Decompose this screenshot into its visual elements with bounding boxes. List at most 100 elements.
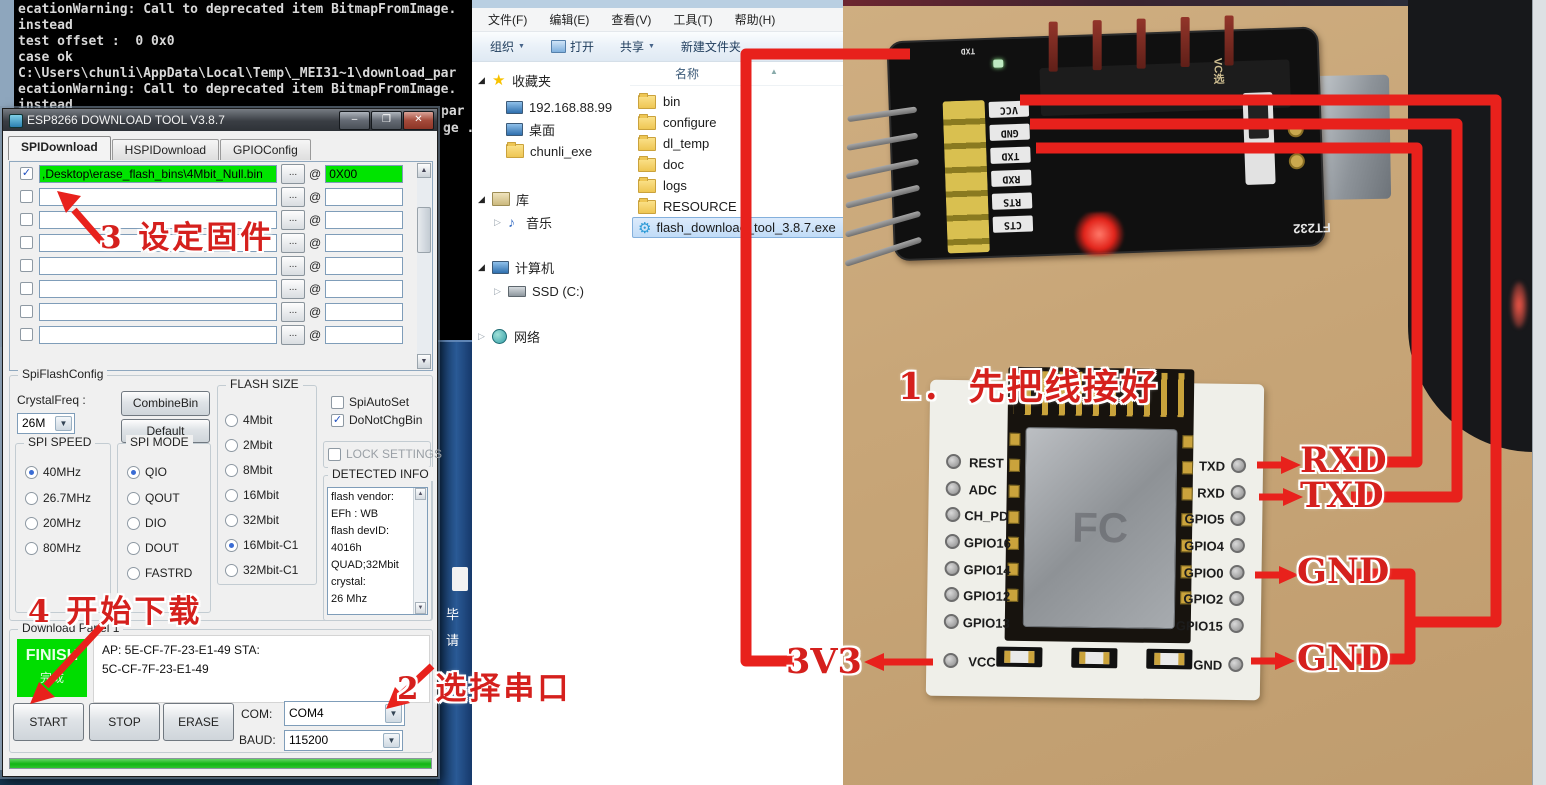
tree-ssd-c[interactable]: ▷ SSD (C:) [494,281,584,301]
spi-mode-option[interactable]: FASTRD [127,566,192,580]
flash-size-option[interactable]: 32Mbit [225,513,279,527]
scroll-up-icon[interactable]: ▲ [417,163,431,178]
checkbox-icon[interactable] [331,395,344,409]
menu-tools[interactable]: 工具(T) [673,13,713,27]
offset-field[interactable] [325,187,404,206]
dropdown-arrow-icon[interactable]: ▼ [55,416,72,431]
tab-spidownload[interactable]: SPIDownload [8,136,111,160]
file-row-configure[interactable]: configure [632,112,716,133]
lock-settings-checkbox[interactable]: LOCK SETTINGS [328,447,442,461]
menu-file[interactable]: 文件(F) [488,13,528,27]
file-path-field[interactable] [39,325,277,344]
spi-auto-set-checkbox[interactable]: SpiAutoSet [331,395,409,409]
combine-bin-button[interactable]: CombineBin [121,391,210,416]
menu-help[interactable]: 帮助(H) [734,13,776,27]
flash-size-option[interactable]: 4Mbit [225,413,272,427]
file-checkbox[interactable] [20,328,33,341]
dropdown-arrow-icon[interactable]: ▼ [383,733,400,748]
scroll-down-icon[interactable]: ▼ [417,354,431,369]
browse-button[interactable]: ... [281,255,305,276]
expander-collapsed-icon[interactable]: ▷ [478,330,485,341]
radio-icon[interactable] [225,488,238,502]
expander-collapsed-icon[interactable]: ▷ [494,285,501,296]
radio-icon[interactable] [225,463,238,477]
expander-expanded-icon[interactable]: ◢ [478,74,485,85]
offset-field[interactable] [325,210,404,229]
tree-favorites[interactable]: ◢ ★ 收藏夹 [478,70,551,90]
radio-icon[interactable] [225,438,238,452]
offset-field[interactable] [325,325,404,344]
tree-network[interactable]: ▷ 网络 [478,326,540,346]
dropdown-arrow-icon[interactable]: ▼ [385,704,402,723]
radio-icon[interactable] [127,516,140,530]
tree-music[interactable]: ▷ ♪ 音乐 [494,212,552,232]
scrollbar-thumb[interactable] [417,207,431,253]
spi-speed-option[interactable]: 26.7MHz [25,491,91,505]
spi-speed-option[interactable]: 20MHz [25,516,81,530]
browse-button[interactable]: ... [281,301,305,322]
spi-mode-option[interactable]: QIO [127,465,167,479]
spi-mode-option[interactable]: DOUT [127,541,179,555]
radio-icon[interactable] [127,541,140,555]
tree-computer[interactable]: ◢ 计算机 [478,257,554,277]
tree-desktop[interactable]: 桌面 [506,119,555,139]
menu-view[interactable]: 查看(V) [611,13,652,27]
offset-field[interactable] [325,302,404,321]
radio-icon-selected[interactable] [25,465,38,479]
baud-rate-select[interactable]: 115200 ▼ [284,730,403,751]
column-header-name[interactable]: 名称 ▲ [630,63,846,86]
minimize-button[interactable]: – [339,111,370,130]
file-row-bin[interactable]: bin [632,91,680,112]
close-button[interactable]: ✕ [403,111,434,130]
file-checkbox[interactable] [20,213,33,226]
offset-field[interactable] [325,279,404,298]
flash-size-option[interactable]: 8Mbit [225,463,272,477]
tree-libraries[interactable]: ◢ 库 [478,189,529,209]
start-button[interactable]: START [13,703,84,741]
file-row-logs[interactable]: logs [632,175,687,196]
spi-mode-option[interactable]: QOUT [127,491,180,505]
radio-icon-selected[interactable] [127,465,140,479]
expander-expanded-icon[interactable]: ◢ [478,193,485,204]
file-row-resource[interactable]: RESOURCE [632,196,737,217]
title-bar[interactable]: ESP8266 DOWNLOAD TOOL V3.8.7 – ❐ ✕ [3,109,437,131]
checkbox-checked-icon[interactable]: ✓ [331,413,344,427]
checkbox-icon[interactable] [328,447,341,461]
com-port-select[interactable]: COM4 ▼ [284,701,405,726]
browse-button[interactable]: ... [281,232,305,253]
radio-icon[interactable] [225,563,238,577]
crystal-freq-select[interactable]: 26M ▼ [17,413,75,434]
file-path-field[interactable] [39,256,277,275]
spi-speed-option[interactable]: 40MHz [25,465,81,479]
radio-icon[interactable] [25,516,38,530]
radio-icon[interactable] [127,566,140,580]
share-button[interactable]: 共享▼ [620,38,655,55]
new-folder-button[interactable]: 新建文件夹 [681,38,741,55]
offset-field[interactable] [325,233,404,252]
file-path-field[interactable] [39,279,277,298]
flash-size-option[interactable]: 16Mbit [225,488,279,502]
radio-icon[interactable] [25,491,38,505]
tree-chunli-exe[interactable]: chunli_exe [506,141,592,161]
file-checkbox[interactable]: ✓ [20,167,33,180]
browse-button[interactable]: ... [281,209,305,230]
radio-icon[interactable] [127,491,140,505]
spi-mode-option[interactable]: DIO [127,516,166,530]
file-path-field[interactable] [39,302,277,321]
scroll-down-icon[interactable]: ▼ [415,602,426,614]
tree-network-host[interactable]: 192.168.88.99 [506,97,612,117]
file-checkbox[interactable] [20,305,33,318]
browse-button[interactable]: ... [281,186,305,207]
tab-gpioconfig[interactable]: GPIOConfig [220,139,311,160]
radio-icon[interactable] [25,541,38,555]
file-path-field[interactable] [39,210,277,229]
menu-edit[interactable]: 编辑(E) [549,13,590,27]
browse-button[interactable]: ... [281,324,305,345]
file-row-doc[interactable]: doc [632,154,684,175]
maximize-button[interactable]: ❐ [371,111,402,130]
scroll-up-icon[interactable]: ▲ [415,488,426,500]
organize-button[interactable]: 组织▼ [490,38,525,55]
do-not-chg-bin-checkbox[interactable]: ✓DoNotChgBin [331,413,422,427]
flash-size-option[interactable]: 16Mbit-C1 [225,538,298,552]
file-path-field[interactable]: ,Desktop\erase_flash_bins\4Mbit_Null.bin [39,164,277,183]
